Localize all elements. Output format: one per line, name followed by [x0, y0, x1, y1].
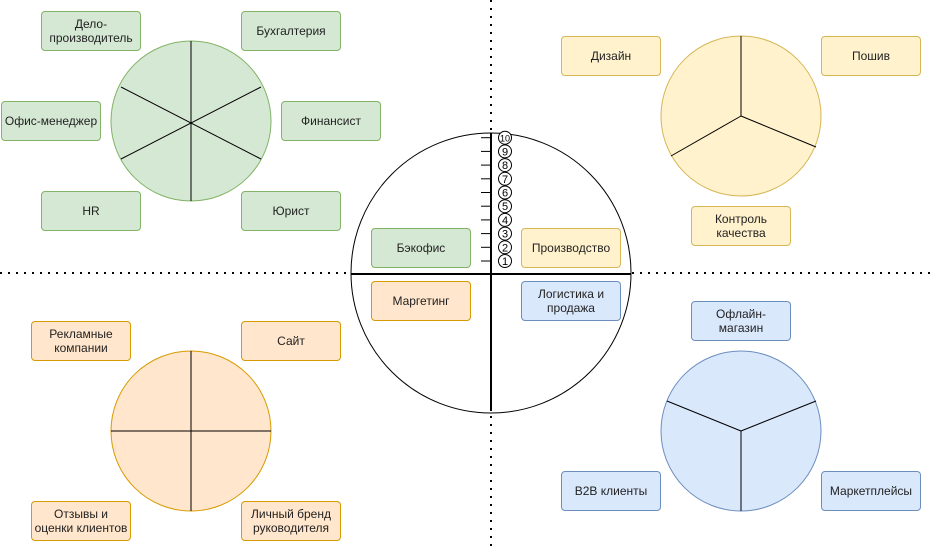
design-label[interactable]: Дизайн: [561, 36, 661, 76]
production-pie-divider: [670, 115, 742, 157]
scale-tick-label: 7: [502, 174, 508, 186]
scale-tick-label: 5: [502, 201, 508, 213]
website-label[interactable]: Сайт: [241, 321, 341, 361]
scale-tick-label: 6: [502, 188, 508, 200]
production-label[interactable]: Производство: [521, 228, 621, 268]
quality-label[interactable]: Контроль качества: [691, 206, 791, 246]
marketing-label[interactable]: Маргетинг: [371, 281, 471, 321]
scale-tick-circle: [498, 212, 512, 227]
marketplaces-label[interactable]: Маркетплейсы: [821, 471, 921, 511]
sales-pie-divider: [666, 400, 742, 432]
backoffice-label[interactable]: Бэкофис: [371, 228, 471, 268]
scale-ticks: 1 23 4 56 7 8 9 10: [481, 130, 512, 268]
scale-tick-label: 8: [502, 160, 508, 172]
scale-tick-circle: [498, 240, 512, 255]
accounting-label[interactable]: Бухгалтерия: [241, 11, 341, 51]
ad-campaigns-label[interactable]: Рекламные компании: [31, 321, 131, 361]
scale-tick-label: 4: [502, 215, 508, 227]
scale-tick-circle: [498, 144, 512, 159]
scale-tick-label: 1: [502, 256, 508, 268]
scale-tick-label: 10: [500, 134, 510, 144]
scale-tick-circle: [498, 158, 512, 173]
personal-brand-label[interactable]: Личный бренд руководителя: [241, 501, 341, 541]
sewing-label[interactable]: Пошив: [821, 36, 921, 76]
logistics-label[interactable]: Логистика и продажа: [521, 281, 621, 321]
scale-tick-label: 9: [502, 146, 508, 158]
backoffice-pie-divider: [120, 86, 262, 160]
financier-label[interactable]: Финансист: [281, 101, 381, 141]
scale-tick-circle: [498, 254, 512, 268]
office-manager-label[interactable]: Офис-менеджер: [1, 101, 101, 141]
scale-tick-circle: [498, 199, 512, 214]
offline-store-label[interactable]: Офлайн-магазин: [691, 301, 791, 341]
b2b-label[interactable]: B2B клиенты: [561, 471, 661, 511]
scale-tick-label: 2: [502, 242, 508, 254]
scale-tick-circle: [498, 130, 512, 145]
scale-tick-label: 3: [502, 229, 508, 241]
production-pie-divider: [740, 115, 817, 148]
scale-tick-circle: [498, 226, 512, 241]
reviews-label[interactable]: Отзывы и оценки клиентов: [31, 501, 131, 541]
sales-pie-divider: [740, 400, 817, 432]
clerk-label[interactable]: Дело-производитель: [41, 11, 141, 51]
scale-tick-circle: [498, 171, 512, 186]
lawyer-label[interactable]: Юрист: [241, 191, 341, 231]
hr-label[interactable]: HR: [41, 191, 141, 231]
scale-tick-circle: [498, 185, 512, 200]
